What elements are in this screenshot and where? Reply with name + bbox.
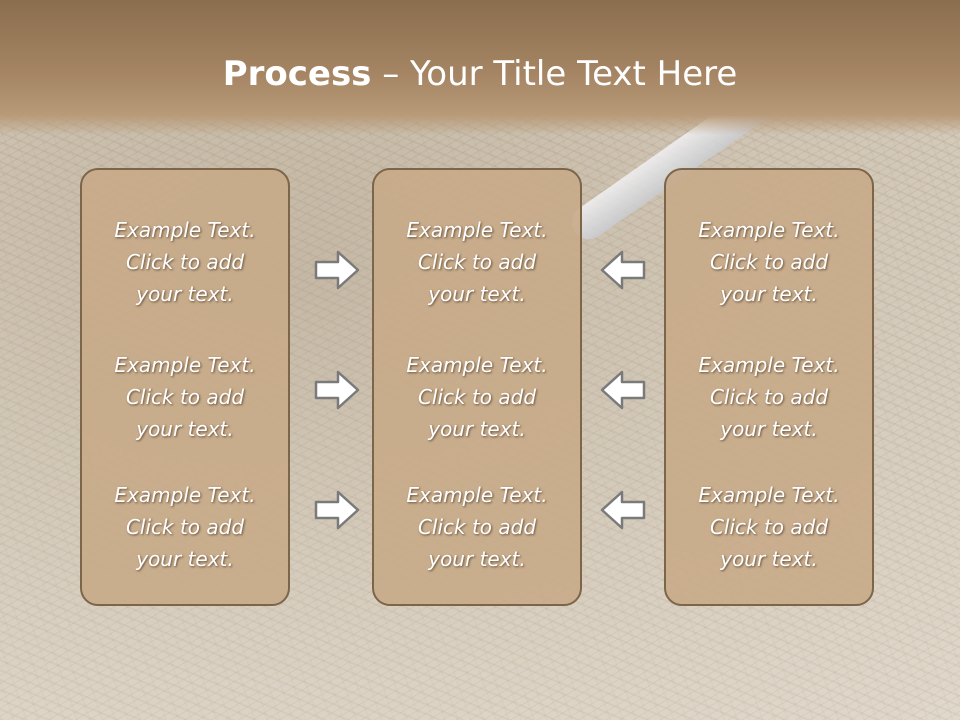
item-line: Click to add: [417, 515, 537, 539]
arrow-right-icon: [314, 370, 360, 410]
item-line: Click to add: [709, 515, 829, 539]
item-line: Example Text.: [698, 353, 840, 377]
item-line: Click to add: [709, 250, 829, 274]
text-item[interactable]: Example Text. Click to add your text.: [374, 349, 580, 445]
item-line: Click to add: [417, 250, 537, 274]
text-box-left[interactable]: Example Text. Click to add your text. Ex…: [80, 168, 290, 606]
item-line: Example Text.: [114, 483, 256, 507]
item-line: your text.: [428, 282, 526, 306]
item-line: Example Text.: [406, 483, 548, 507]
item-line: Click to add: [125, 250, 245, 274]
text-item[interactable]: Example Text. Click to add your text.: [82, 349, 288, 445]
text-item[interactable]: Example Text. Click to add your text.: [666, 214, 872, 310]
arrow-left-icon: [600, 250, 646, 290]
text-box-right[interactable]: Example Text. Click to add your text. Ex…: [664, 168, 874, 606]
item-line: Example Text.: [698, 218, 840, 242]
title-rest: – Your Title Text Here: [371, 54, 738, 94]
item-line: your text.: [720, 282, 818, 306]
text-item[interactable]: Example Text. Click to add your text.: [374, 214, 580, 310]
arrow-right-icon: [314, 250, 360, 290]
item-line: your text.: [720, 547, 818, 571]
text-item[interactable]: Example Text. Click to add your text.: [374, 479, 580, 575]
item-line: your text.: [428, 547, 526, 571]
title-bold: Process: [222, 54, 372, 94]
item-line: Example Text.: [698, 483, 840, 507]
item-line: your text.: [136, 547, 234, 571]
arrow-left-icon: [600, 490, 646, 530]
text-item[interactable]: Example Text. Click to add your text.: [82, 479, 288, 575]
title-banner: [0, 0, 960, 135]
item-line: Click to add: [709, 385, 829, 409]
slide-title[interactable]: Process – Your Title Text Here: [0, 52, 960, 96]
text-item[interactable]: Example Text. Click to add your text.: [666, 479, 872, 575]
item-line: Click to add: [125, 515, 245, 539]
text-item[interactable]: Example Text. Click to add your text.: [82, 214, 288, 310]
item-line: your text.: [428, 417, 526, 441]
item-line: Example Text.: [406, 353, 548, 377]
item-line: Click to add: [125, 385, 245, 409]
arrow-left-icon: [600, 370, 646, 410]
item-line: Example Text.: [114, 218, 256, 242]
text-item[interactable]: Example Text. Click to add your text.: [666, 349, 872, 445]
item-line: Example Text.: [114, 353, 256, 377]
text-box-center[interactable]: Example Text. Click to add your text. Ex…: [372, 168, 582, 606]
item-line: your text.: [136, 417, 234, 441]
item-line: your text.: [136, 282, 234, 306]
item-line: Click to add: [417, 385, 537, 409]
item-line: Example Text.: [406, 218, 548, 242]
item-line: your text.: [720, 417, 818, 441]
arrow-right-icon: [314, 490, 360, 530]
